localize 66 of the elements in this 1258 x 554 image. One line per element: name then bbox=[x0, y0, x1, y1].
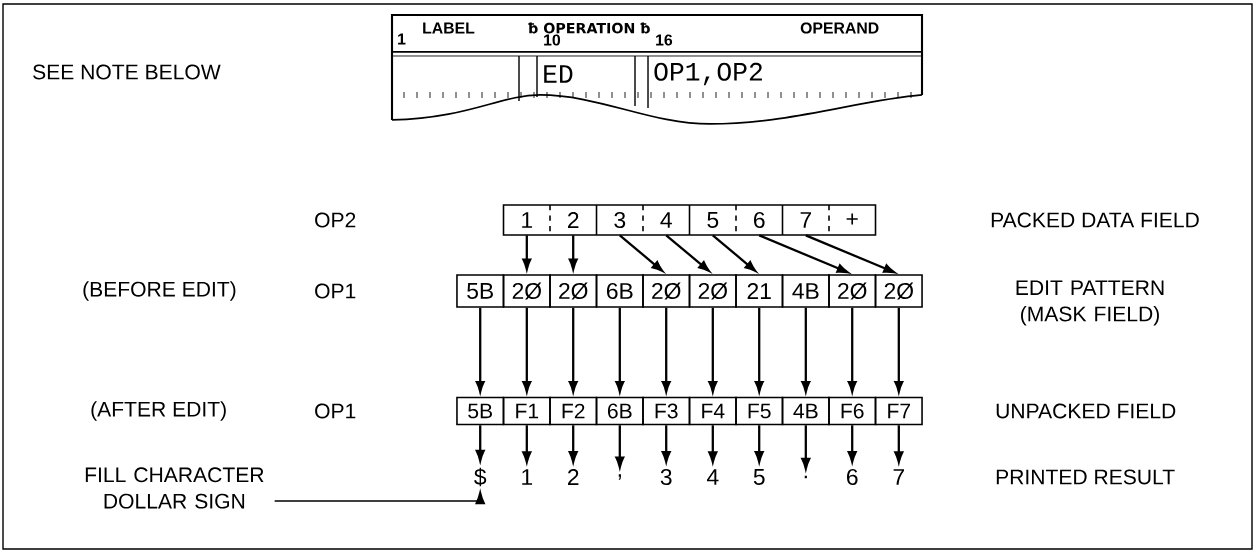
unpacked-cell: 6B bbox=[595, 396, 644, 426]
mask-cell: 2Ø bbox=[502, 274, 551, 308]
result-character: 5 bbox=[753, 469, 765, 485]
column-heading: OPERAND bbox=[800, 22, 879, 34]
handwritten-entry: OP1,OP2 bbox=[654, 62, 762, 86]
result-character: 7 bbox=[893, 469, 904, 485]
field-name: PRINTED RESULT bbox=[996, 469, 1175, 485]
mask-cell: 5B bbox=[456, 274, 505, 308]
mask-cell: 2Ø bbox=[874, 274, 923, 308]
result-character: , bbox=[618, 474, 621, 480]
result-character: 1 bbox=[522, 469, 533, 485]
data-cell: 4 bbox=[660, 212, 672, 228]
arrow bbox=[522, 235, 532, 271]
unpacked-cell: F2 bbox=[549, 396, 598, 426]
arrow bbox=[568, 235, 578, 271]
mask-cell: 2Ø bbox=[828, 274, 877, 308]
data-cell: 5 bbox=[707, 212, 719, 228]
data-cell: 2 bbox=[568, 212, 579, 228]
result-character: 2 bbox=[568, 469, 579, 485]
unpacked-cell: F1 bbox=[502, 396, 551, 426]
operand-name: OP1 bbox=[315, 403, 356, 419]
data-cell: 6 bbox=[754, 211, 765, 229]
column-heading: LABEL bbox=[423, 22, 475, 34]
handwritten-entry: ED bbox=[544, 65, 573, 83]
unpacked-cell: F3 bbox=[642, 396, 691, 426]
data-cell: 3 bbox=[614, 211, 626, 229]
arrow bbox=[619, 234, 664, 272]
operand-name: OP1 bbox=[315, 283, 356, 299]
result-character: $ bbox=[474, 467, 487, 487]
mask-cell: 2Ø bbox=[549, 274, 598, 308]
result-character: 6 bbox=[847, 468, 858, 486]
arrow bbox=[805, 234, 896, 274]
unpacked-cell: F4 bbox=[688, 396, 737, 426]
mask-cell: 4B bbox=[781, 274, 830, 308]
unpacked-cell: F7 bbox=[874, 396, 923, 426]
data-cell: 7 bbox=[800, 212, 811, 228]
arrow bbox=[665, 234, 710, 272]
mask-cell: 2Ø bbox=[642, 274, 691, 308]
state-note: (AFTER EDIT) bbox=[91, 401, 226, 421]
column-number: 1 bbox=[398, 33, 406, 45]
column-heading: ƀ OPERATION ƀ bbox=[528, 22, 650, 34]
result-character: 4 bbox=[707, 469, 719, 485]
unpacked-cell: 4B bbox=[781, 396, 830, 426]
state-note: (BEFORE EDIT) bbox=[83, 281, 236, 301]
mask-cell: 21 bbox=[735, 274, 784, 308]
result-character: 3 bbox=[660, 468, 672, 486]
mask-cell: 2Ø bbox=[688, 274, 737, 308]
data-cell: 1 bbox=[522, 212, 533, 228]
field-name: PACKED DATA FIELD bbox=[991, 212, 1199, 228]
note-reference: SEE NOTE BELOW bbox=[33, 64, 221, 80]
unpacked-cell: F6 bbox=[828, 396, 877, 426]
data-cell: + bbox=[846, 213, 858, 225]
mask-cell: 6B bbox=[595, 274, 644, 308]
arrow bbox=[615, 425, 625, 469]
arrow bbox=[273, 491, 485, 505]
arrow bbox=[712, 234, 757, 272]
field-name: EDIT PATTERN (MASK FIELD) bbox=[1016, 280, 1164, 326]
column-number: 10 bbox=[544, 34, 561, 46]
arrow bbox=[758, 234, 849, 274]
operand-name: OP2 bbox=[315, 212, 356, 228]
column-number: 16 bbox=[656, 34, 673, 46]
unpacked-cell: 5B bbox=[456, 396, 505, 426]
unpacked-cell: F5 bbox=[735, 396, 784, 426]
result-character: . bbox=[804, 475, 807, 479]
field-name: UNPACKED FIELD bbox=[996, 403, 1176, 419]
fill-note: FILL CHARACTER DOLLAR SIGN bbox=[85, 467, 264, 509]
